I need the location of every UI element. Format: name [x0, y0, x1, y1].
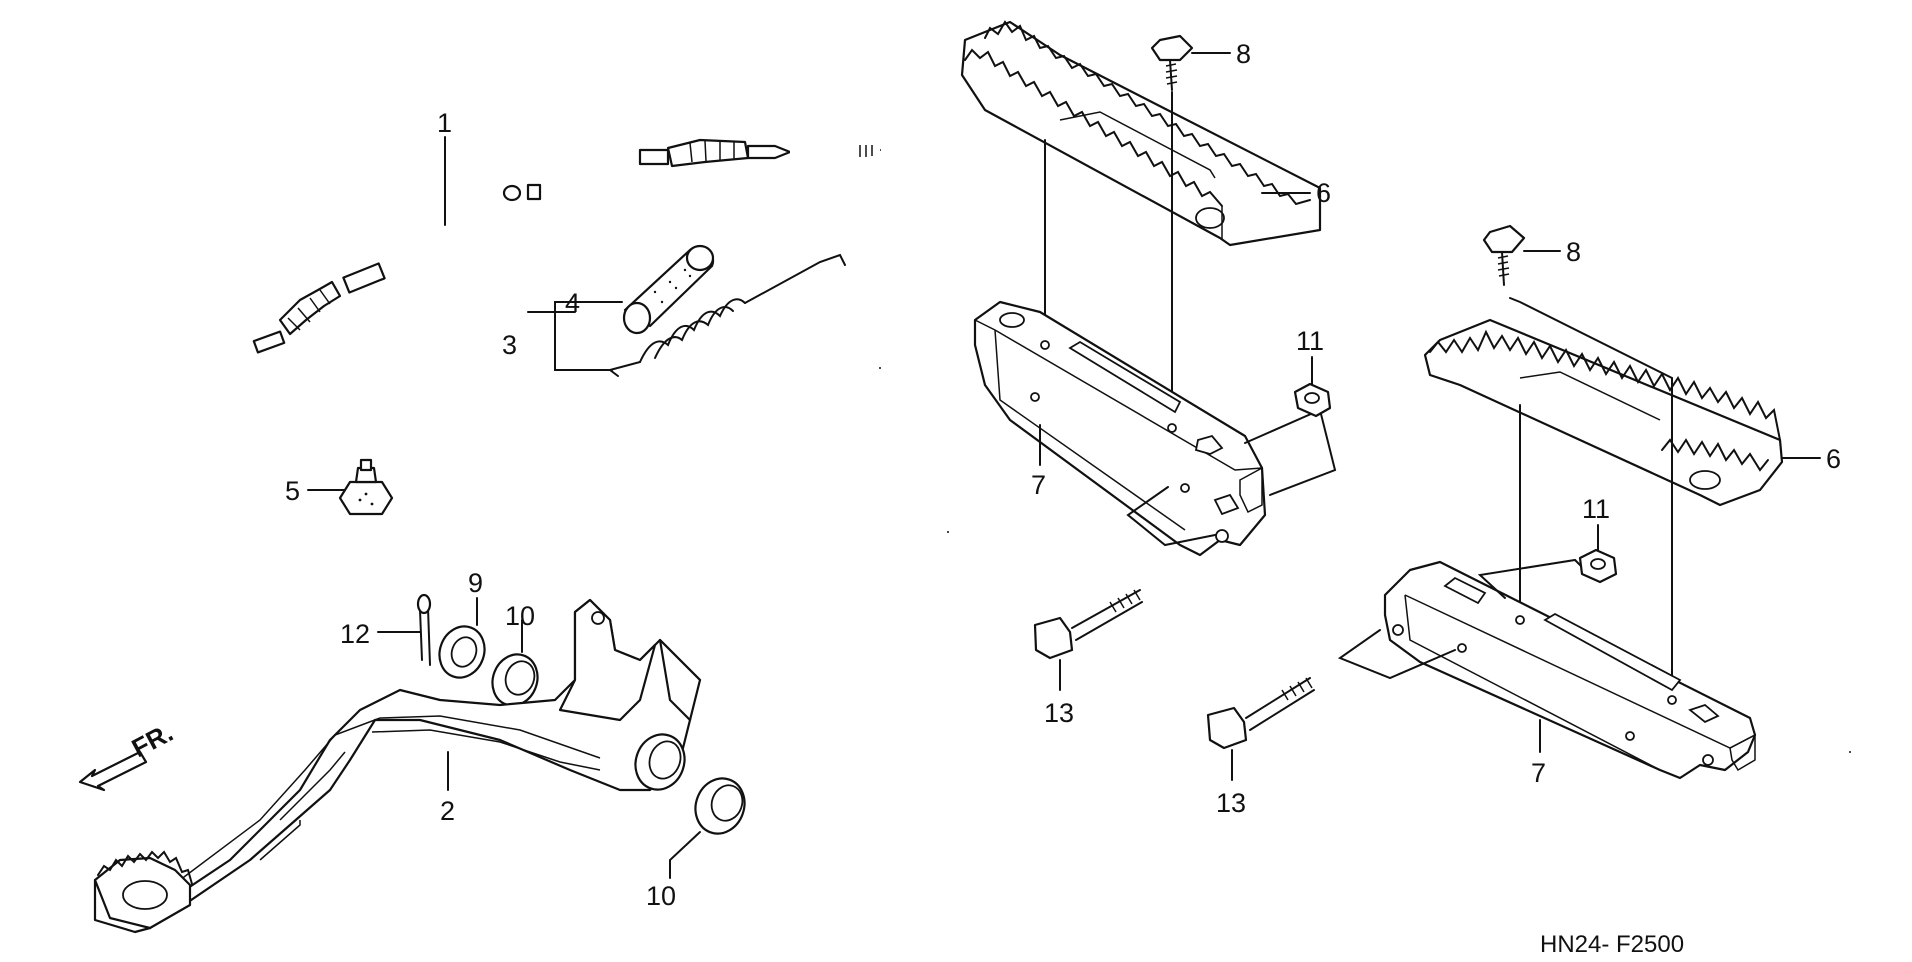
callout-11-left: 11 [1296, 326, 1324, 356]
callout-2: 2 [440, 796, 455, 826]
callout-10-upper: 10 [505, 601, 535, 631]
brake-cable [252, 138, 881, 354]
pedal-pivot [634, 733, 686, 791]
return-spring [609, 253, 846, 377]
callout-13-left: 13 [1044, 698, 1074, 728]
diagram-code: HN24- F2500 [1540, 931, 1684, 957]
callout-8-right: 8 [1566, 237, 1581, 267]
flange-bolt-right [1206, 677, 1315, 750]
pedal-pad [93, 850, 193, 930]
footpeg-right [1423, 318, 1784, 507]
footpeg-bracket-right [1383, 560, 1757, 780]
pivot-collar [622, 244, 715, 335]
callout-4: 4 [565, 288, 580, 318]
cotter-pin [416, 593, 432, 666]
callout-6-left: 6 [1316, 178, 1331, 208]
callout-8-left: 8 [1236, 39, 1251, 69]
cable-boot-right [638, 138, 792, 168]
callout-1: 1 [437, 108, 452, 138]
flange-bolt-left [1033, 589, 1143, 660]
dust-seal-lower [694, 777, 746, 835]
callout-7-left: 7 [1031, 470, 1046, 500]
callout-13-right: 13 [1216, 788, 1246, 818]
bolt-top-right [1482, 224, 1526, 286]
dust-seal-upper [491, 653, 539, 707]
callout-5: 5 [285, 476, 300, 506]
callout-7-right: 7 [1531, 758, 1546, 788]
callout-10-lower: 10 [646, 881, 676, 911]
pedal-arm-upper [558, 598, 702, 722]
callout-3: 3 [502, 330, 517, 360]
washer [438, 625, 486, 679]
front-direction-arrow: FR. [78, 717, 178, 792]
cable-boot-left [252, 280, 342, 354]
bolt-top-left [1150, 34, 1194, 91]
pivot-nut [338, 458, 394, 516]
brake-pedal [93, 598, 702, 934]
callout-9: 9 [468, 568, 483, 598]
callout-12: 12 [340, 619, 370, 649]
footpeg-bracket-left [973, 300, 1267, 557]
nut-left [1293, 382, 1332, 418]
nut-right [1578, 548, 1618, 584]
footpeg-left [960, 20, 1322, 247]
callout-11-right: 11 [1582, 494, 1610, 524]
callout-labels: 1 2 3 4 5 6 6 7 7 8 8 9 10 10 11 11 12 1… [285, 39, 1841, 911]
callout-6-right: 6 [1826, 444, 1841, 474]
